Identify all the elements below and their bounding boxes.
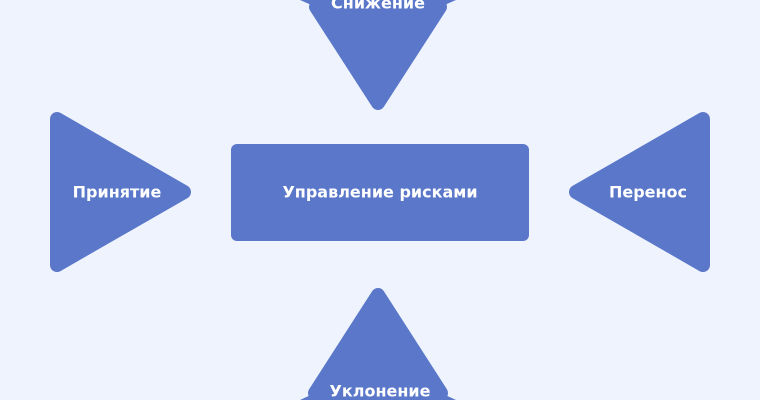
top-label: Снижение — [331, 0, 425, 13]
center-box: Управление рисками — [231, 144, 529, 241]
bottom-triangle: Уклонение — [300, 288, 456, 400]
center-label: Управление рисками — [282, 183, 477, 202]
left-triangle: Принятие — [50, 112, 191, 272]
right-triangle: Перенос — [569, 112, 710, 272]
right-label: Перенос — [609, 183, 687, 202]
bottom-label: Уклонение — [330, 382, 431, 400]
left-label: Принятие — [73, 183, 162, 202]
top-triangle: Снижение — [300, 0, 456, 110]
